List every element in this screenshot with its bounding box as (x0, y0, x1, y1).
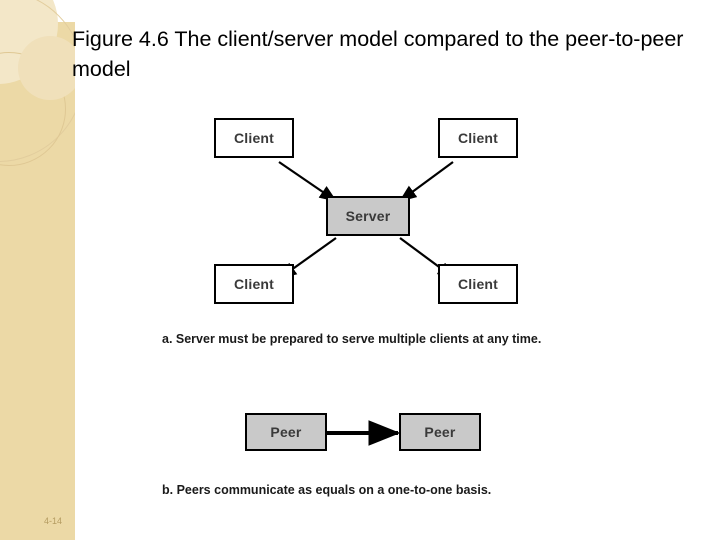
node-label: Server (345, 208, 391, 224)
decorative-side-band (0, 0, 75, 540)
node-server-center: Server (326, 196, 410, 236)
figure-container: Client Client Server Client Client a. Se… (110, 105, 700, 515)
node-label: Client (457, 130, 499, 146)
node-label: Peer (424, 424, 456, 440)
node-peer-right: Peer (399, 413, 481, 451)
caption-part-b: b. Peers communicate as equals on a one-… (162, 483, 492, 497)
figure-arrows (278, 161, 456, 446)
page-number: 4-14 (44, 516, 63, 526)
node-label: Client (457, 276, 499, 292)
node-peer-left: Peer (245, 413, 327, 451)
page-title: Figure 4.6 The client/server model compa… (72, 27, 684, 81)
node-client-bottom-right: Client (438, 264, 518, 304)
node-client-top-left: Client (214, 118, 294, 158)
node-label: Peer (270, 424, 302, 440)
node-client-top-right: Client (438, 118, 518, 158)
node-label: Client (233, 130, 275, 146)
decorative-circle-2 (18, 36, 75, 100)
caption-part-a: a. Server must be prepared to serve mult… (162, 332, 542, 346)
node-label: Client (233, 276, 275, 292)
node-client-bottom-left: Client (214, 264, 294, 304)
